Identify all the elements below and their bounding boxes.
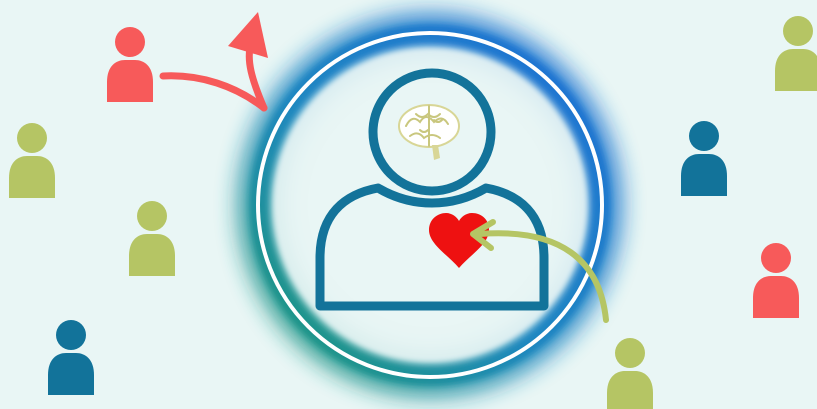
illustration-canvas bbox=[0, 0, 817, 409]
illustration-svg bbox=[0, 0, 817, 409]
